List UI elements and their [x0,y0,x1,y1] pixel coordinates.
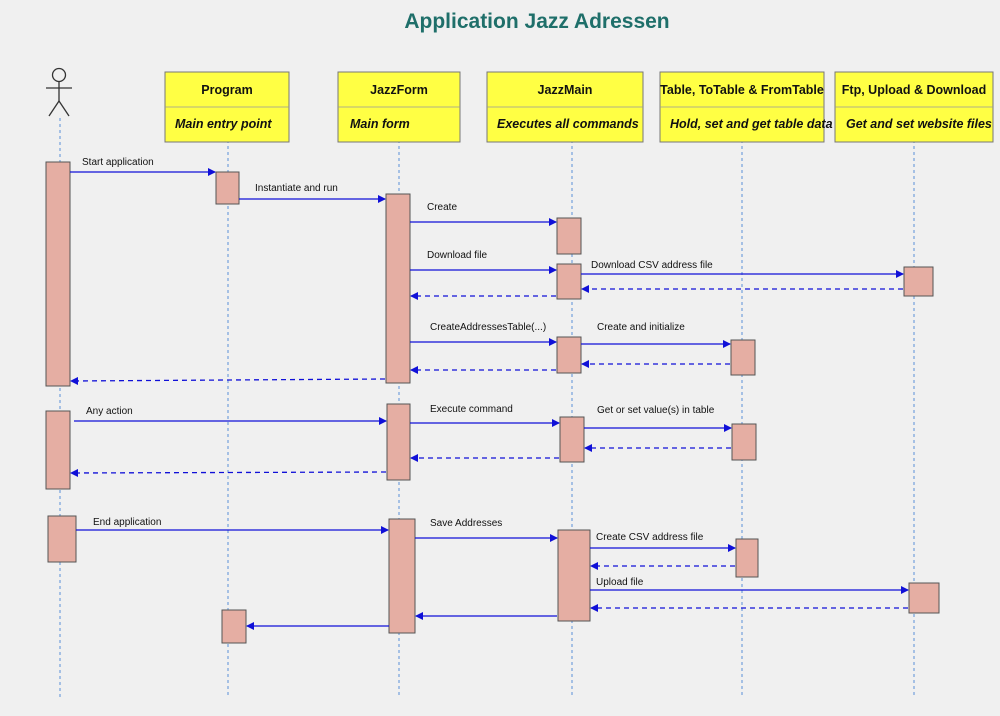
call-arrows [70,168,909,630]
message-label: Create CSV address file [596,532,704,543]
participant-table: Table, ToTable & FromTable Hold, set and… [659,71,833,143]
message-label: CreateAddressesTable(...) [430,322,546,333]
message-label: Instantiate and run [255,183,338,194]
stick-figure-actor-icon [46,67,72,117]
activation-bar [221,609,247,644]
participant-desc: Main entry point [175,117,272,131]
message-label: Upload file [596,577,644,588]
participant-jazzform: JazzForm Main form [337,71,461,143]
message-label: Save Addresses [430,518,502,529]
message-label: Any action [86,406,133,417]
participant-name: Ftp, Upload & Download [842,83,986,97]
participant-desc: Executes all commands [497,117,639,131]
participant-name: JazzMain [538,83,593,97]
activation-bar [47,515,77,563]
diagram-title: Application Jazz Adressen [404,10,669,33]
message-label: Get or set value(s) in table [597,405,715,416]
activation-bar [556,263,582,300]
participant-desc: Get and set website files [846,117,992,131]
activation-bar [556,336,582,374]
participant-desc: Main form [350,117,410,131]
return-arrow [70,468,387,477]
participant-name: JazzForm [370,83,428,97]
participant-ftp: Ftp, Upload & Download Get and set websi… [834,71,994,143]
activation-bar [559,416,585,463]
message-label: Download CSV address file [591,260,713,271]
activation-bar [385,193,411,384]
message-labels: Start application Instantiate and run Cr… [82,157,715,588]
activation-bar [735,538,759,578]
activation-bar [731,423,757,461]
activation-bar [730,339,756,376]
activation-bar [45,161,71,387]
activation-bar [386,403,411,481]
message-label: Create and initialize [597,322,685,333]
participant-name: Table, ToTable & FromTable [660,83,824,97]
participant-program: Program Main entry point [164,71,290,143]
activation-bar [908,582,940,614]
activation-bar [45,410,71,490]
message-label: End application [93,517,161,528]
activation-bar [557,529,591,622]
activation-bar [556,217,582,255]
activation-bar [903,266,934,297]
return-arrow [70,376,386,385]
return-arrows [70,285,908,612]
participant-desc: Hold, set and get table data [670,117,833,131]
activation-bar [215,171,240,205]
message-label: Start application [82,157,154,168]
activation-bars [45,161,940,644]
participant-jazzmain: JazzMain Executes all commands [486,71,644,143]
participant-name: Program [201,83,252,97]
message-label: Create [427,202,457,213]
message-label: Execute command [430,404,513,415]
activation-bar [388,518,416,634]
message-label: Download file [427,250,487,261]
